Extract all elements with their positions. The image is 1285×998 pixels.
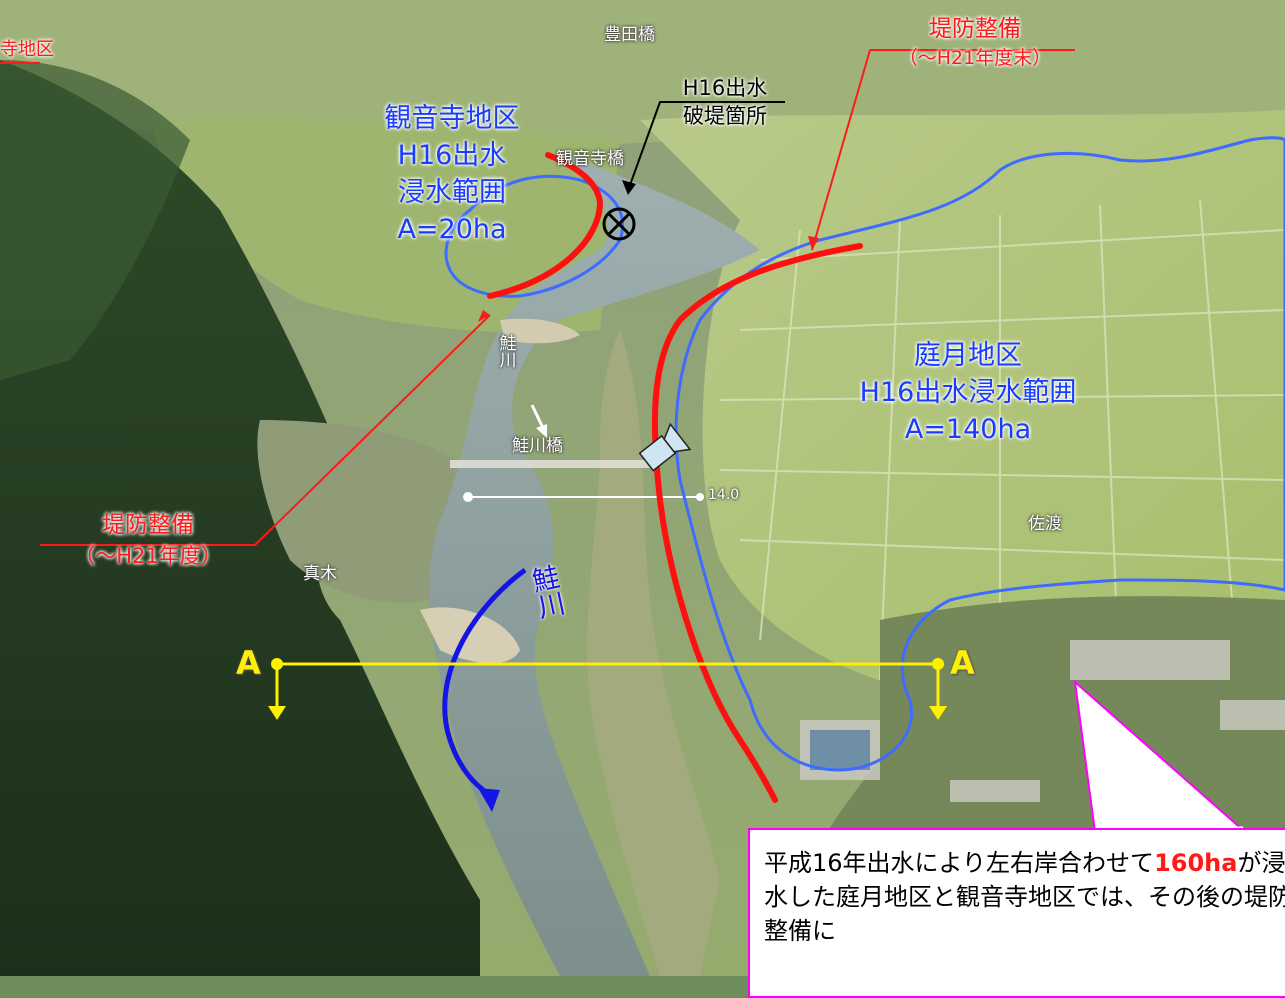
- levee-upper-line-2: （～H21年度末）: [898, 47, 1052, 70]
- callout-text: 平成16年出水により左右岸合わせて160haが浸水した庭月地区と観音寺地区では、…: [764, 846, 1285, 948]
- flood-extent-outlines: [444, 136, 1285, 772]
- levee-kannonji: [487, 152, 604, 299]
- section-line-a-a: [268, 658, 947, 720]
- callout-text-part-2: が浸水した庭月地区と観音寺地区では、その後の堤防整備に: [764, 849, 1285, 945]
- label-cut-underline: [0, 62, 40, 64]
- place-sado: 佐渡: [1028, 514, 1062, 534]
- place-km-post: 14.0: [708, 487, 740, 503]
- small-flow-arrow: [530, 404, 547, 438]
- breach-pointer: [629, 101, 785, 186]
- callout-text-part-1: 平成16年出水により左右岸合わせて: [764, 849, 1155, 877]
- section-a-right-label: A: [950, 644, 975, 682]
- breach-line-1: H16出水: [682, 76, 768, 100]
- levee-left-line-2: （～H21年度）: [74, 544, 222, 569]
- place-river-photo: 鮭川: [495, 334, 516, 368]
- levee-left-line-1: 堤防整備: [102, 512, 194, 538]
- kannonji-label: 観音寺地区 H16出水 浸水範囲 A=20ha: [362, 103, 542, 245]
- place-toyota-bridge: 豊田橋: [604, 25, 655, 45]
- callout-box: 平成16年出水により左右岸合わせて160haが浸水した庭月地区と観音寺地区では、…: [748, 828, 1285, 998]
- kannonji-line-1: 観音寺地区: [384, 103, 520, 134]
- pointer-lines: [40, 49, 1075, 546]
- kannonji-line-3: 浸水範囲: [398, 177, 506, 209]
- levee-lines: [487, 152, 863, 803]
- levee-upper-label: 堤防整備 （～H21年度末）: [870, 16, 1080, 70]
- camera-icon: [638, 422, 692, 472]
- place-sakegawa-bridge: 鮭川橋: [512, 436, 563, 456]
- bridge-deck: [450, 460, 650, 468]
- kannonji-line-2: H16出水: [397, 140, 507, 172]
- breach-x-icon: [602, 207, 636, 241]
- callout-highlight: 160ha: [1154, 849, 1238, 877]
- label-cut-district: 寺地区: [0, 39, 54, 60]
- kannonji-line-4: A=20ha: [397, 214, 507, 246]
- levee-left-label: 堤防整備 （～H21年度）: [38, 512, 258, 569]
- niwatsuki-flood-outline: [674, 136, 1285, 772]
- breach-line-2: 破堤箇所: [683, 104, 767, 129]
- breach-label: H16出水 破堤箇所: [660, 76, 790, 128]
- river-flow-arrow: [442, 567, 527, 812]
- niwatsuki-line-1: 庭月地区: [914, 340, 1022, 371]
- levee-niwatsuki: [651, 243, 863, 803]
- place-kannonji-bridge: 観音寺橋: [556, 149, 624, 169]
- kannonji-flood-outline: [444, 174, 625, 298]
- section-a-left-label: A: [236, 644, 261, 682]
- niwatsuki-line-2: H16出水浸水範囲: [859, 377, 1077, 409]
- place-maki: 真木: [303, 564, 337, 584]
- niwatsuki-line-3: A=140ha: [904, 414, 1032, 446]
- levee-upper-line-1: 堤防整備: [929, 16, 1021, 42]
- niwatsuki-label: 庭月地区 H16出水浸水範囲 A=140ha: [818, 340, 1118, 445]
